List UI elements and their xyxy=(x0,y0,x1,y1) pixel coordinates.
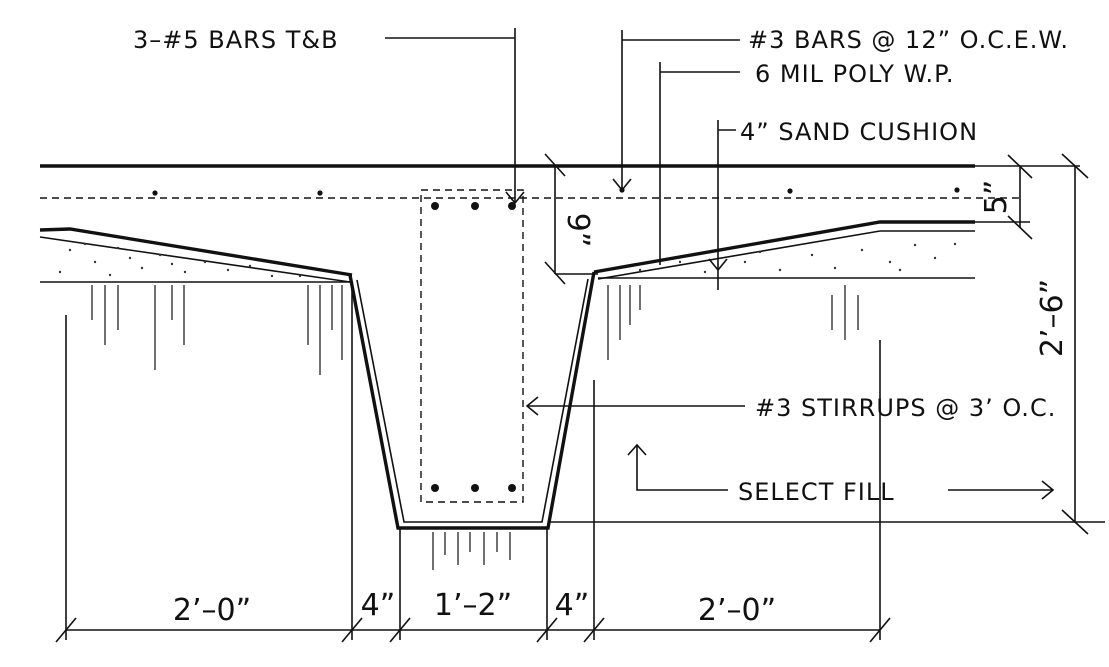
slab xyxy=(40,164,1020,199)
bottom-bar xyxy=(431,484,439,492)
dim-tick xyxy=(583,617,605,643)
dim-left-span: 2’–0” xyxy=(173,593,251,628)
dim-slab-thickness: 5” xyxy=(979,180,1014,215)
sand-cushion-top-left xyxy=(39,236,351,283)
leader-fill-arrow-right xyxy=(1041,480,1055,500)
dim-tick xyxy=(544,153,566,177)
dim-tick xyxy=(536,617,558,643)
slab-bar-dot xyxy=(317,190,323,196)
stirrup-outline xyxy=(420,189,524,503)
horizontal-dimensions: 2’–0” 4” 1’–2” 4” 2’–0” xyxy=(55,282,891,643)
dim-tick xyxy=(869,617,891,643)
slab-bar-dot xyxy=(954,187,960,193)
dim-right-span: 2’–0” xyxy=(698,593,776,628)
top-bar xyxy=(508,202,516,210)
soil-hatching xyxy=(91,285,859,570)
dim-left-offset: 4” xyxy=(361,588,396,623)
bottom-bar xyxy=(508,484,516,492)
dim-tick xyxy=(544,261,566,285)
left-subgrade-layers xyxy=(39,227,353,283)
dim-tick xyxy=(1007,215,1033,240)
dim-tick xyxy=(55,617,77,643)
dim-beam-depth-top: 9” xyxy=(560,213,595,248)
top-bar xyxy=(431,202,439,210)
dim-tick xyxy=(341,617,363,643)
leader-stirrups-arrow xyxy=(525,396,539,416)
note-select-fill: SELECT FILL xyxy=(738,478,895,506)
slab-bar-dot xyxy=(787,188,793,194)
note-stirrups: #3 STIRRUPS @ 3’ O.C. xyxy=(755,394,1056,422)
trench xyxy=(348,271,596,530)
beam-cage xyxy=(420,189,524,503)
note-bars-ocew: #3 BARS @ 12” O.C.E.W. xyxy=(748,26,1069,54)
leaders xyxy=(385,28,1055,500)
note-sand-cushion: 4” SAND CUSHION xyxy=(740,118,978,146)
vertical-dimensions: 5” 9” 2’–6” xyxy=(544,153,1105,535)
right-subgrade-layers xyxy=(593,220,975,280)
dim-total-depth: 2’–6” xyxy=(1035,279,1070,357)
top-bar xyxy=(471,202,479,210)
leader-fill-arrow-up xyxy=(627,443,647,456)
dim-beam-width: 1’–2” xyxy=(434,588,512,623)
note-bars-tb: 3–#5 BARS T&B xyxy=(133,26,339,54)
sand-texture-right xyxy=(638,242,957,274)
note-poly: 6 MIL POLY W.P. xyxy=(755,60,955,88)
sand-cushion-top-right xyxy=(597,230,881,280)
poly-membrane-left xyxy=(39,227,353,277)
dim-right-offset: 4” xyxy=(555,588,590,623)
trench-inner-outline xyxy=(356,278,589,523)
leader-ocew-arrow xyxy=(612,178,632,192)
leader-sand-arrow xyxy=(708,258,728,272)
dim-tick xyxy=(389,617,411,643)
sand-texture-left xyxy=(58,242,302,278)
trench-outline xyxy=(348,271,596,530)
poly-membrane-right xyxy=(593,220,975,274)
leader-bars-tb-arrow xyxy=(505,191,525,205)
slab-bar-dot xyxy=(152,190,158,196)
bottom-bar xyxy=(471,484,479,492)
leader-fill-left xyxy=(636,445,728,491)
